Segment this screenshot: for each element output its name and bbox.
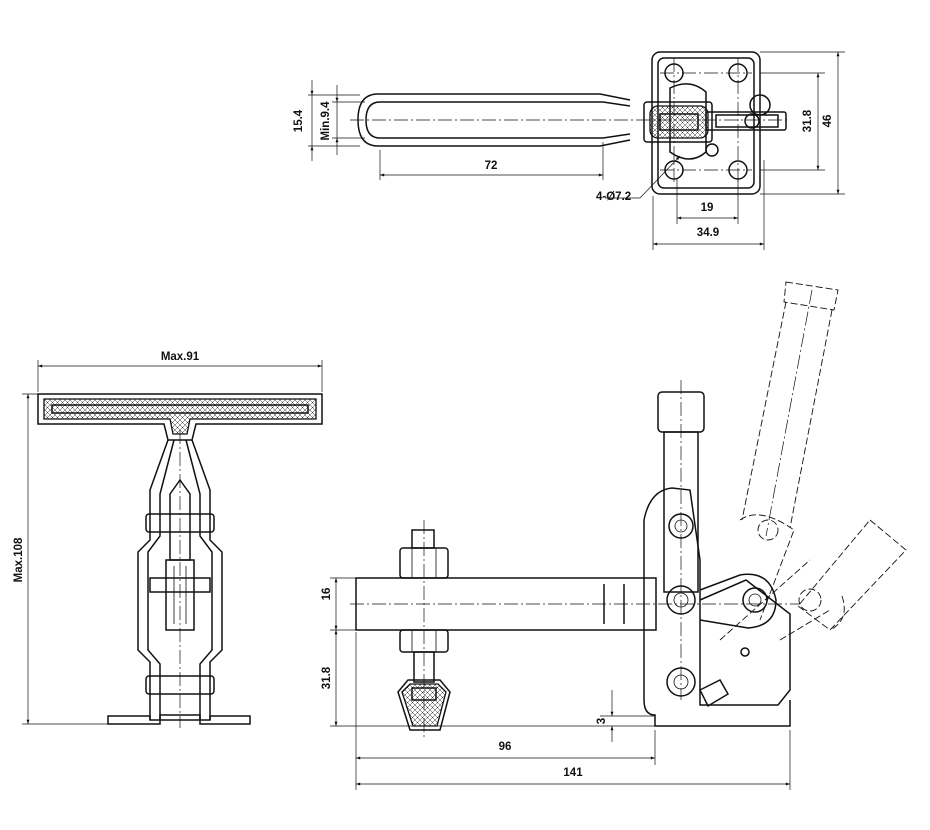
phantom-arm [719,281,907,641]
dim-46-label: 46 [822,115,834,128]
holes-label: 4-Ø7.2 [596,191,631,203]
front-view: Max.91 Max.108 [13,351,323,728]
dim-34-9-label: 34.9 [697,227,719,239]
dim-max108-label: Max.108 [13,537,25,582]
top-base-plate [643,51,787,195]
dim-min-9-4-label: Min.9.4 [320,101,332,141]
dim-15-4-label: 15.4 [293,109,305,132]
dim-96-label: 96 [499,741,512,753]
dim-31-8-side-label: 31.8 [321,666,333,689]
dim-31-8-top-label: 31.8 [802,109,814,132]
side-view: 16 31.8 3 96 141 [321,281,907,790]
dim-3-label: 3 [596,718,608,724]
dim-72-label: 72 [485,160,498,172]
dim-max91-label: Max.91 [161,351,200,363]
dim-141-label: 141 [563,767,583,779]
dim-19-label: 19 [701,202,714,214]
top-view: 15.4 Min.9.4 72 4-Ø7.2 19 34.9 31.8 [293,51,845,250]
top-handle [350,93,790,147]
dim-16-label: 16 [321,588,333,601]
top-dimensions: 15.4 Min.9.4 72 4-Ø7.2 19 34.9 31.8 [293,51,845,250]
